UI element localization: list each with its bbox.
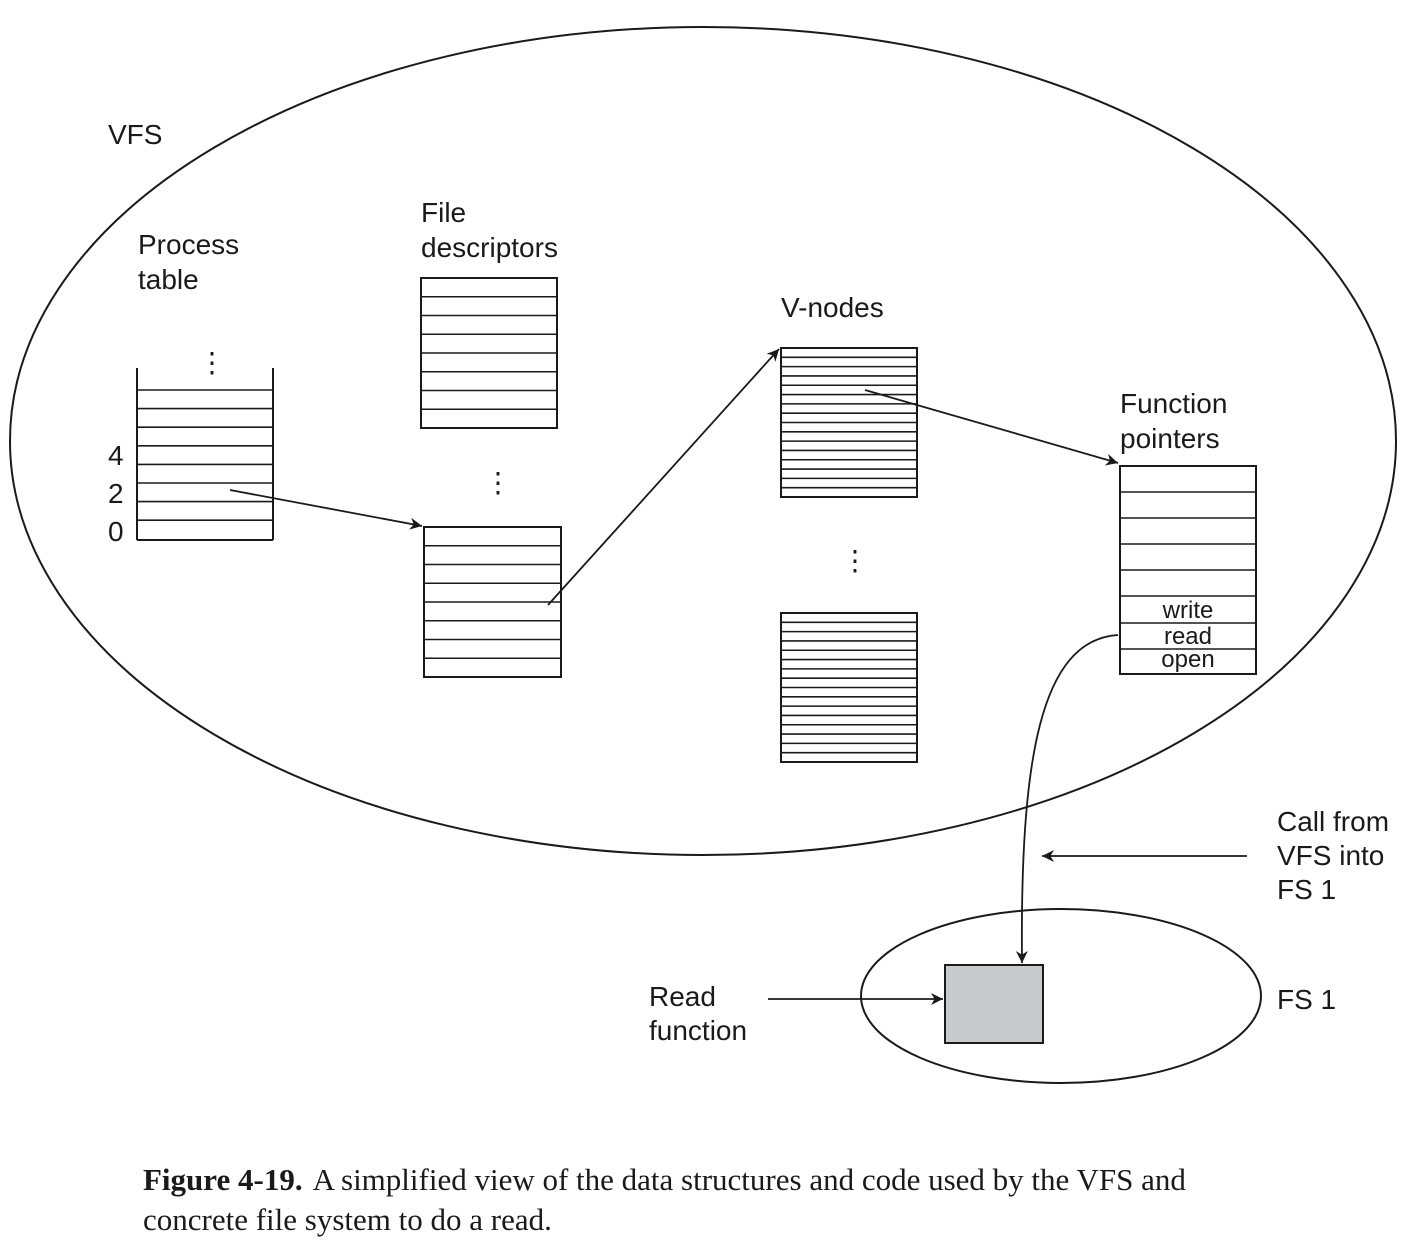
figure-number: Figure 4-19.: [143, 1162, 303, 1197]
vnode-table-bottom: [780, 612, 918, 763]
file-descriptors-label: File descriptors: [421, 197, 558, 263]
file-descriptor-table-bottom: [423, 526, 562, 678]
process-table-index-0: 0: [108, 516, 124, 547]
fs1-boundary: [860, 908, 1262, 1084]
process-table-ellipsis: ⋮: [198, 346, 226, 379]
vfs-label: VFS: [108, 119, 162, 150]
arrow-process-to-file-descriptor: [229, 489, 423, 530]
figure-caption-text: A simplified view of the data structures…: [143, 1162, 1186, 1237]
function-pointer-write: write: [1162, 597, 1214, 624]
function-pointers: Function pointers write read open: [1119, 388, 1257, 675]
function-pointer-open: open: [1161, 646, 1214, 673]
file-descriptors: File descriptors ⋮: [420, 197, 562, 678]
process-table-label: Process table: [138, 229, 247, 295]
file-descriptors-ellipsis: ⋮: [484, 466, 512, 499]
function-pointer-read: read: [1164, 623, 1212, 650]
process-table-rows: [136, 368, 274, 541]
function-pointers-label: Function pointers: [1120, 388, 1235, 454]
file-descriptor-table-top: [420, 277, 558, 429]
process-table-index-4: 4: [108, 440, 124, 471]
fs1-label: FS 1: [1277, 984, 1336, 1015]
call-from-vfs-label: Call from VFS into FS 1: [1277, 806, 1397, 905]
read-function-label: Read function: [649, 981, 747, 1046]
arrow-file-descriptor-to-vnode: [547, 348, 780, 606]
read-function-block: [944, 964, 1044, 1044]
vfs-boundary: [9, 26, 1397, 856]
arrow-read-pointer-to-read-function: [1015, 634, 1119, 964]
vnode-table-top: [780, 347, 918, 498]
function-pointer-table: [1119, 465, 1257, 675]
vnodes-ellipsis: ⋮: [841, 544, 869, 577]
figure-caption: Figure 4-19.A simplified view of the dat…: [143, 1160, 1283, 1240]
process-table: Process table ⋮ 4 2 0: [108, 229, 274, 547]
process-table-index-2: 2: [108, 478, 124, 509]
vnodes: V-nodes ⋮: [780, 292, 918, 763]
vnodes-label: V-nodes: [781, 292, 884, 323]
arrow-vnode-to-function-pointers: [864, 389, 1119, 466]
